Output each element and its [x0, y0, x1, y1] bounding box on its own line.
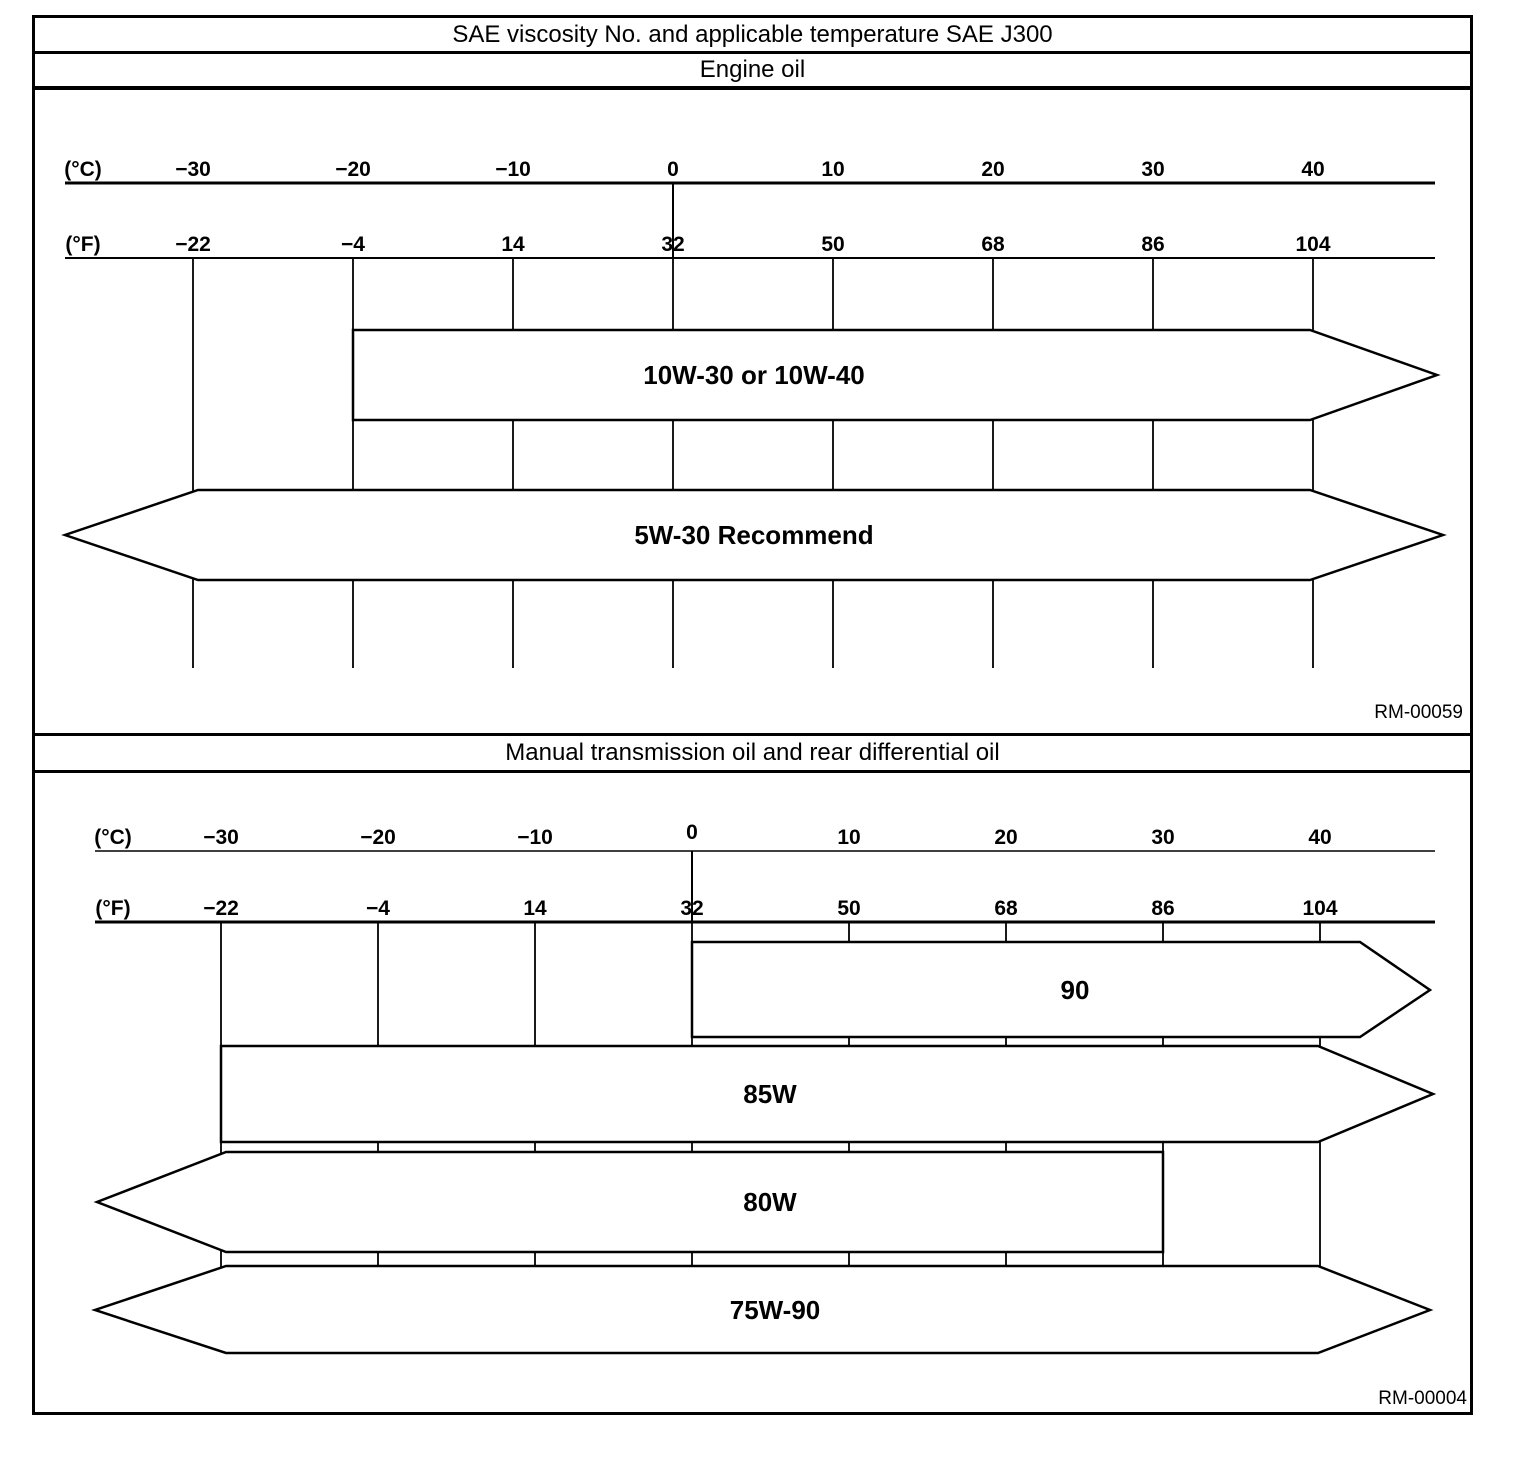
fahrenheit-tick-label: −22 — [203, 897, 239, 920]
viscosity-band-arrow — [351, 328, 1441, 422]
section1-title: Engine oil — [35, 54, 1470, 90]
celsius-tick-label: 20 — [994, 826, 1017, 849]
celsius-tick-label: 30 — [1151, 826, 1174, 849]
viscosity-band-label: 10W-30 or 10W-40 — [643, 360, 864, 390]
fahrenheit-tick-label: 14 — [501, 233, 525, 256]
celsius-tick-label: −30 — [175, 158, 211, 181]
viscosity-band-label: 85W — [743, 1079, 797, 1109]
celsius-tick-label: 30 — [1141, 158, 1164, 181]
viscosity-band-arrow — [61, 488, 1447, 582]
page-title: SAE viscosity No. and applicable tempera… — [35, 18, 1470, 54]
fahrenheit-tick-label: 50 — [821, 233, 844, 256]
fahrenheit-tick-label: 104 — [1302, 897, 1337, 920]
engine-oil-chart: (°C) (°F) −30 −20 −10 0 10 20 30 40 −22 −4 14 32 50 68 8… — [35, 90, 1470, 733]
celsius-tick-label: 0 — [686, 821, 698, 844]
celsius-tick-label: −10 — [495, 158, 531, 181]
temperature-range-chart: (°C) (°F) −30 −20 −10 0 10 20 30 40 −22 −4 14 32 50 68 8… — [61, 158, 1463, 723]
celsius-axis-label: (°C) — [94, 826, 132, 849]
celsius-tick-label: −20 — [360, 826, 396, 849]
fahrenheit-tick-label: −22 — [175, 233, 211, 256]
viscosity-band-arrow — [93, 1150, 1165, 1254]
fahrenheit-tick-label: 68 — [994, 897, 1018, 920]
fahrenheit-axis-label: (°F) — [65, 233, 100, 256]
fahrenheit-tick-label: 86 — [1151, 897, 1174, 920]
celsius-tick-label: 0 — [667, 158, 679, 181]
celsius-tick-label: 10 — [821, 158, 844, 181]
viscosity-band-arrow — [91, 1264, 1434, 1355]
viscosity-diagram-page: SAE viscosity No. and applicable tempera… — [32, 15, 1473, 1415]
viscosity-band-label: 75W-90 — [730, 1295, 821, 1325]
viscosity-band-label: 80W — [743, 1187, 797, 1217]
figure-ref-code: RM-00059 — [1374, 702, 1463, 723]
fahrenheit-axis-label: (°F) — [95, 897, 130, 920]
celsius-tick-label: 40 — [1308, 826, 1331, 849]
celsius-tick-label: 10 — [837, 826, 860, 849]
celsius-axis-label: (°C) — [64, 158, 102, 181]
fahrenheit-tick-label: 104 — [1295, 233, 1330, 256]
fahrenheit-tick-label: −4 — [341, 233, 365, 256]
fahrenheit-tick-label: 68 — [981, 233, 1005, 256]
fahrenheit-tick-label: 50 — [837, 897, 860, 920]
celsius-tick-label: −10 — [517, 826, 553, 849]
celsius-tick-label: 40 — [1301, 158, 1324, 181]
transmission-oil-chart: (°C) (°F) −30 −20 −10 0 10 20 30 40 −22 −4 14 32 50 68 8… — [35, 773, 1470, 1412]
celsius-tick-label: 20 — [981, 158, 1004, 181]
fahrenheit-tick-label: −4 — [366, 897, 390, 920]
fahrenheit-tick-label: 86 — [1141, 233, 1164, 256]
viscosity-band-arrow — [690, 940, 1433, 1039]
section2-title: Manual transmission oil and rear differe… — [35, 733, 1470, 773]
fahrenheit-tick-label: 32 — [661, 233, 684, 256]
celsius-tick-label: −20 — [335, 158, 371, 181]
viscosity-band-arrow — [219, 1044, 1437, 1144]
fahrenheit-tick-label: 14 — [523, 897, 547, 920]
figure-ref-code: RM-00004 — [1378, 1388, 1467, 1409]
fahrenheit-tick-label: 32 — [680, 897, 703, 920]
temperature-range-chart: (°C) (°F) −30 −20 −10 0 10 20 30 40 −22 −4 14 32 50 68 8… — [91, 821, 1467, 1409]
celsius-tick-label: −30 — [203, 826, 239, 849]
viscosity-band-label: 5W-30 Recommend — [634, 520, 873, 550]
viscosity-band-label: 90 — [1061, 975, 1090, 1005]
